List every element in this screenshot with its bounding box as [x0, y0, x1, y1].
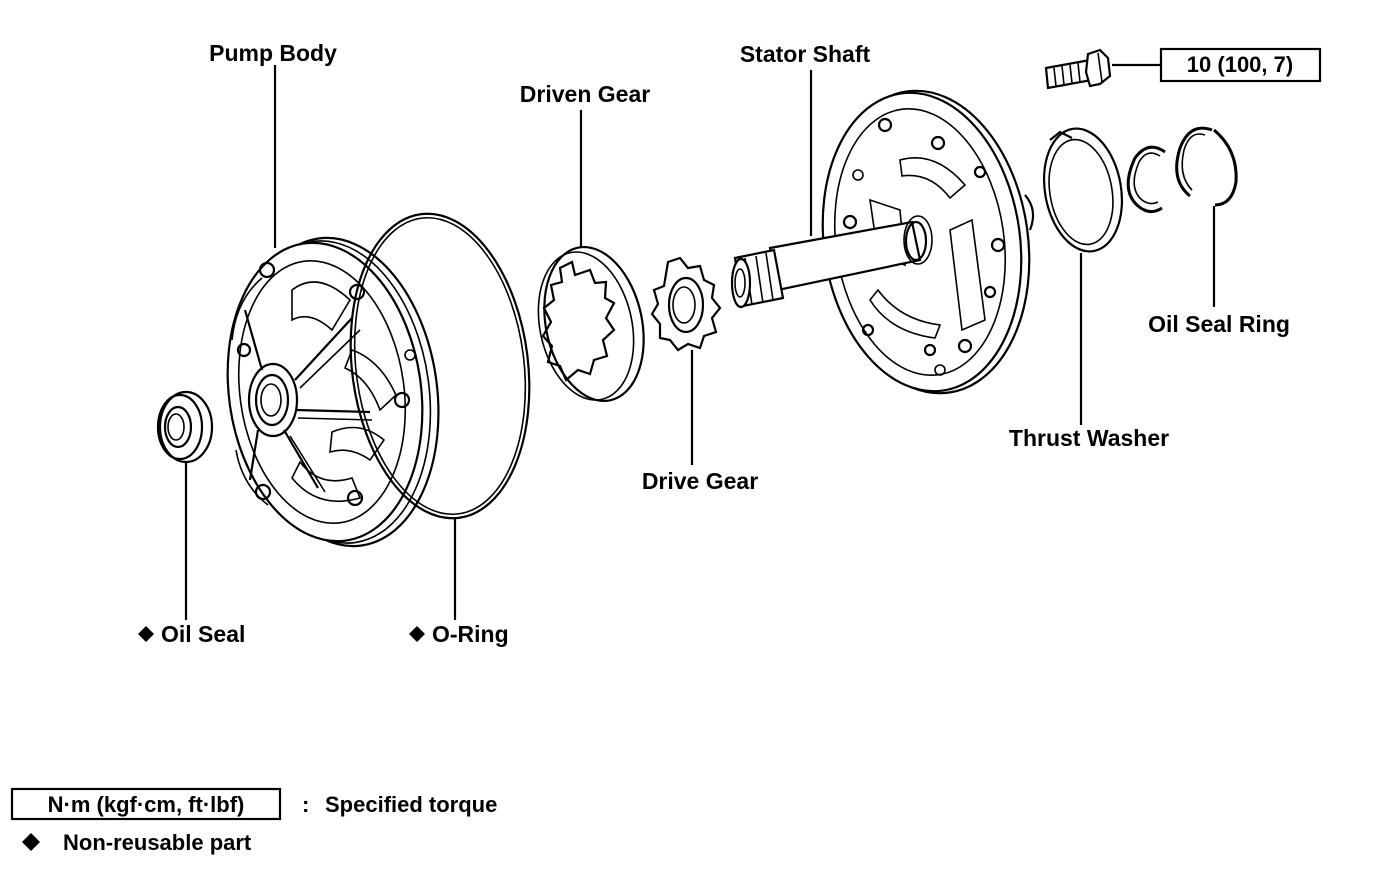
- torque-spec-box: 10 (100, 7): [1159, 47, 1322, 83]
- torque-description: Specified torque: [325, 792, 497, 817]
- o-ring-part: [349, 212, 531, 620]
- drive-gear-part: [650, 256, 722, 465]
- drive-gear-label: Drive Gear: [642, 468, 758, 494]
- driven-gear-part: [537, 110, 645, 403]
- oil-seal-part: [156, 390, 214, 620]
- torque-separator: :: [302, 792, 309, 817]
- stator-shaft-label: Stator Shaft: [740, 41, 871, 67]
- thrust-washer-part: [1042, 127, 1124, 425]
- driven-gear-label: Driven Gear: [520, 81, 650, 107]
- torque-value-label: 10 (100, 7): [1187, 52, 1293, 77]
- stator-shaft-part: [730, 70, 1035, 395]
- diamond-icon: [409, 626, 425, 642]
- oil-seal-label: Oil Seal: [161, 621, 245, 647]
- oil-seal-ring-part: [1126, 126, 1238, 307]
- pump-body-label: Pump Body: [209, 40, 337, 66]
- torque-units-box: [10, 787, 282, 821]
- o-ring-label: O-Ring: [432, 621, 509, 647]
- thrust-washer-label: Thrust Washer: [1009, 425, 1169, 451]
- oil-seal-ring-label: Oil Seal Ring: [1148, 311, 1290, 337]
- nonreusable-description: Non-reusable part: [63, 830, 252, 855]
- pump-body-part: [226, 65, 440, 548]
- legend: N·m (kgf·cm, ft·lbf) : Specified torque …: [10, 787, 497, 855]
- bolt-part: [1044, 48, 1160, 90]
- diamond-icon: [138, 626, 154, 642]
- diamond-icon: [22, 833, 40, 851]
- torque-units-label: N·m (kgf·cm, ft·lbf): [48, 792, 245, 817]
